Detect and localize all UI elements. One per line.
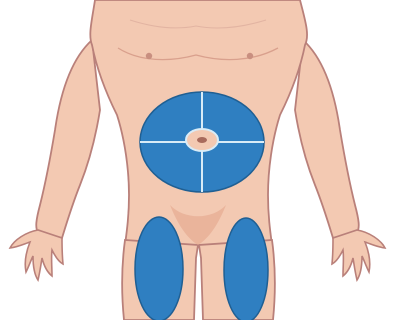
right-hand	[332, 230, 385, 280]
abdomen-injection-zone	[140, 92, 264, 192]
left-thigh-injection-zone	[135, 217, 183, 320]
right-arm	[295, 40, 359, 238]
navel	[197, 137, 207, 143]
right-thigh-injection-zone	[224, 218, 268, 320]
left-arm	[36, 40, 100, 238]
right-nipple	[247, 53, 253, 59]
left-nipple	[146, 53, 152, 59]
left-hand	[10, 230, 63, 280]
